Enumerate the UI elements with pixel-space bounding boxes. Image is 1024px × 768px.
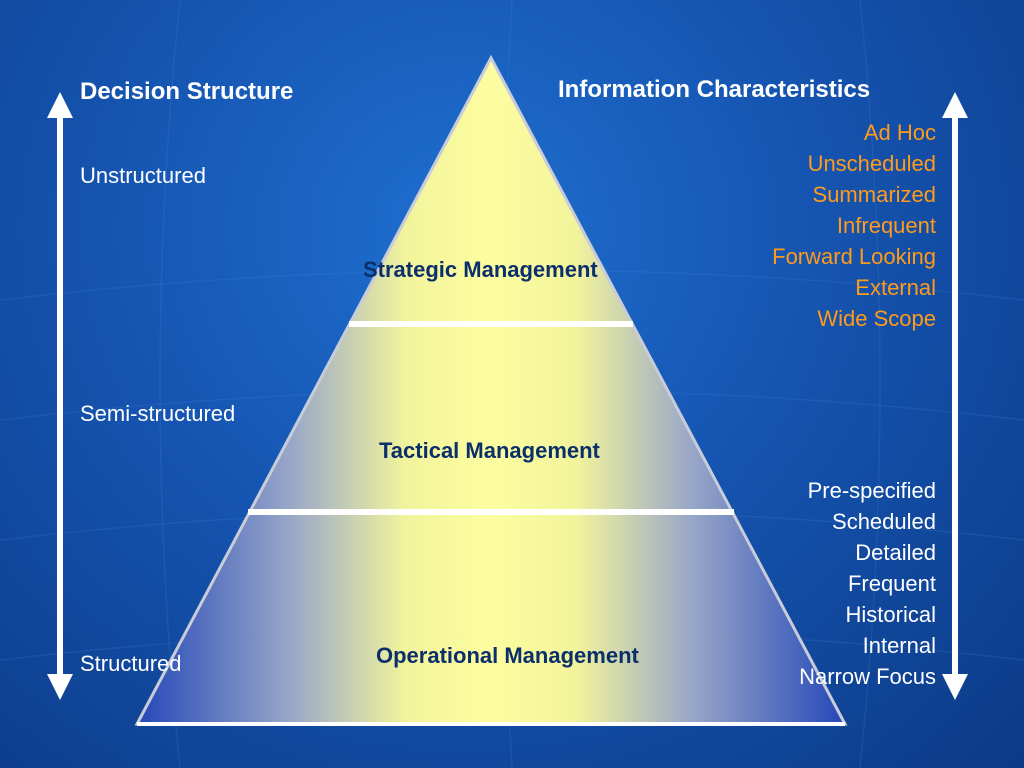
- list-item: Historical: [845, 602, 936, 627]
- list-item: Wide Scope: [817, 306, 936, 331]
- tactical-management-label: Tactical Management: [379, 438, 600, 463]
- information-characteristics-heading: Information Characteristics: [558, 76, 871, 103]
- list-item: Internal: [862, 633, 936, 658]
- pyramid-body: [134, 54, 848, 726]
- strategic-characteristics-list: Ad Hoc Unscheduled Summarized Infrequent…: [772, 117, 936, 334]
- list-item: External: [855, 275, 936, 300]
- operational-management-label: Operational Management: [376, 643, 639, 668]
- level-unstructured: Unstructured: [80, 163, 206, 188]
- level-structured: Structured: [80, 651, 182, 676]
- list-item: Infrequent: [836, 213, 936, 238]
- operational-characteristics-list: Pre-specified Scheduled Detailed Frequen…: [799, 475, 936, 692]
- list-item: Forward Looking: [772, 244, 936, 269]
- strategic-management-label: Strategic Management: [363, 257, 598, 282]
- list-item: Narrow Focus: [799, 664, 936, 689]
- list-item: Frequent: [847, 571, 936, 596]
- list-item: Summarized: [812, 182, 936, 207]
- list-item: Ad Hoc: [863, 120, 936, 145]
- list-item: Detailed: [855, 540, 936, 565]
- list-item: Unscheduled: [807, 151, 936, 176]
- list-item: Scheduled: [832, 509, 936, 534]
- decision-structure-heading: Decision Structure: [80, 78, 294, 105]
- list-item: Pre-specified: [807, 478, 936, 503]
- level-semi-structured: Semi-structured: [80, 401, 236, 426]
